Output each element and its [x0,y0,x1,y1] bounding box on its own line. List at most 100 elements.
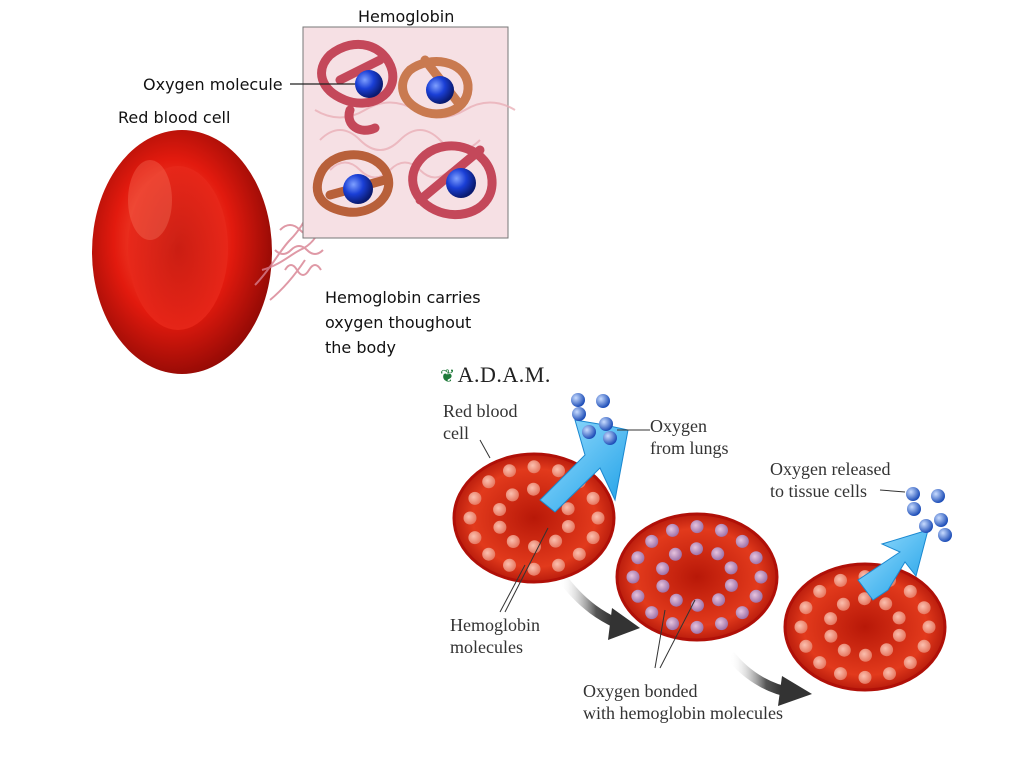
hemoglobin-bead [493,520,507,534]
hemoglobin-bead [690,520,704,534]
oxygen-bonded-line-1: Oxygen bonded [583,681,698,701]
hemoglobin-bead [631,551,645,565]
oxygen-released-line-2: to tissue cells [770,481,867,501]
hemoglobin-caption-line-1: Hemoglobin carries [325,288,481,307]
hemoglobin-bead [666,523,679,537]
hemoglobin-bead [917,639,931,653]
big-red-blood-cell [92,130,272,374]
oxygen-cluster-lungs [571,393,617,445]
hemoglobin-molecules-label: Hemoglobin molecules [450,614,540,658]
hemoglobin-bead [669,593,683,607]
oxygen-molecule-1 [355,70,383,98]
hemoglobin-bead [834,573,847,587]
hemoglobin-bead [836,597,850,611]
hemoglobin-bead [482,475,496,489]
hemoglobin-bead [552,464,565,478]
leaf-icon: ❦ [440,366,456,386]
hemoglobin-bead [813,584,827,598]
oxygen-from-lungs-line-2: from lungs [650,438,729,458]
hemoglobin-molecules-line-2: molecules [450,637,523,657]
rbc-label-line-1: Red blood [443,401,518,421]
hemoglobin-bead [561,502,575,516]
hemoglobin-molecules-line-1: Hemoglobin [450,615,540,635]
hemoglobin-bead [749,589,763,603]
hemoglobin-title: Hemoglobin [358,7,455,26]
flow-arrow-2 [726,651,812,706]
hemoglobin-beads-cell-3 [794,570,936,684]
oxygen-from-lungs-label: Oxygen from lungs [650,415,729,459]
hemoglobin-bead [527,460,541,474]
hemoglobin-bead [527,562,541,576]
hemoglobin-bead [754,570,768,584]
hemoglobin-bead [668,547,682,561]
oxygen-bonded-line-2: with hemoglobin molecules [583,703,783,723]
hemoglobin-bead [879,597,893,611]
hemoglobin-bead [503,464,516,478]
rbc-label-bottom: Red blood cell [443,400,518,444]
rbc-label-line-2: cell [443,423,469,443]
oxygen-molecule-label: Oxygen molecule [143,75,283,94]
hemoglobin-bead [645,534,659,548]
hemoglobin-bead [712,593,726,607]
oxygenated-beads-cell-2 [626,520,768,634]
hemoglobin-bead [552,558,565,572]
hemoglobin-bead [724,561,738,575]
hemoglobin-bead [892,611,906,625]
hemoglobin-bead [834,667,847,681]
hemoglobin-bead [837,643,851,657]
hemoglobin-bead [903,584,917,598]
bottom-leader-lines [479,429,906,669]
hemoglobin-bead [666,617,679,631]
hemoglobin-bead [715,523,728,537]
hemoglobin-bead [813,656,827,670]
hemoglobin-bead [586,491,600,505]
oxygen-released-line-1: Oxygen released [770,459,891,479]
hemoglobin-bead [799,639,813,653]
red-blood-cell-3 [783,562,947,692]
oxygen-cluster-released [906,487,952,542]
hemoglobin-bead [794,620,808,634]
oxygen-molecule-4 [446,168,476,198]
adam-logo-text: A.D.A.M. [457,362,551,387]
hemoglobin-bead [892,628,906,642]
hemoglobin-bead [711,547,725,561]
hemoglobin-bead [749,551,763,565]
adam-logo: ❦A.D.A.M. [440,362,551,388]
hemoglobin-bead [505,488,519,502]
hemoglobin-bead [591,511,605,525]
hemoglobin-bead [482,547,496,561]
oxygen-bonded-label: Oxygen bonded with hemoglobin molecules [583,680,783,724]
hemoglobin-caption-line-2: oxygen thoughout [325,313,472,332]
hemoglobin-bead [903,656,917,670]
oxygen-molecule-2 [426,76,454,104]
hemoglobin-bead [561,520,575,533]
hemoglobin-bead [799,601,813,615]
hemoglobin-bead [735,534,749,548]
hemoglobin-bead [463,511,477,525]
hemoglobin-bead [691,598,704,612]
hemoglobin-bead [656,562,670,576]
hemoglobin-bead [858,592,871,606]
hemoglobin-bead [922,620,936,634]
red-blood-cell-2 [615,512,779,642]
hemoglobin-bead [724,578,738,592]
hemoglobin-bead [690,620,704,634]
hemoglobin-bead [656,579,670,593]
hemoglobin-bead [468,531,482,545]
hemoglobin-bead [493,503,507,516]
hemoglobin-bead [586,531,600,545]
hemoglobin-bead [626,570,640,584]
hemoglobin-bead [917,601,931,615]
hemoglobin-bead [824,612,838,626]
hemoglobin-bead [631,589,645,603]
hemoglobin-bead [468,491,482,505]
hemoglobin-bead [883,667,896,681]
hemoglobin-bead [527,482,540,496]
oxygen-released-label: Oxygen released to tissue cells [770,458,890,502]
hemoglobin-caption: Hemoglobin carries oxygen thoughout the … [325,285,481,360]
hemoglobin-bead [506,535,520,548]
hemoglobin-bead [549,534,563,548]
hemoglobin-bead [858,670,872,684]
hemoglobin-caption-line-3: the body [325,338,396,357]
